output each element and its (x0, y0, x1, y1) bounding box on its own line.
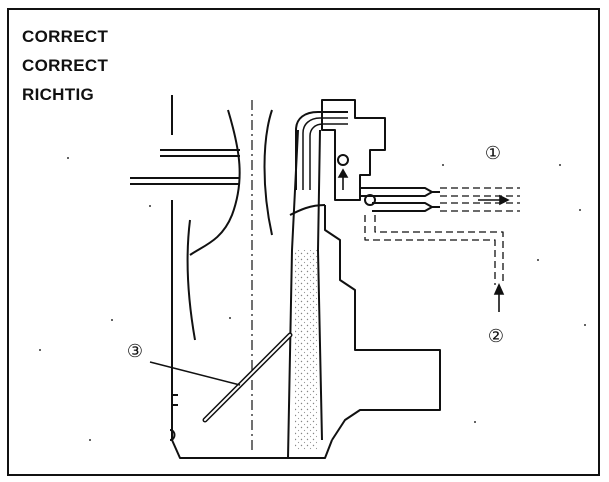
venturi-right-curve (263, 109, 326, 236)
tube-dot-fill (295, 250, 317, 450)
throttle-plate-inner (204, 334, 291, 421)
upper-fitting (321, 99, 386, 201)
carburetor-body-left-wall (171, 95, 333, 459)
arrow-1-head (499, 194, 510, 206)
heading-correct-en: CORRECT (22, 27, 109, 46)
check-ball (337, 154, 349, 166)
air-intake-pipe (130, 149, 240, 185)
bent-tube-3 (309, 123, 348, 190)
carburetor-body-right (324, 205, 441, 441)
base-detail (169, 394, 178, 441)
bent-tube-2 (302, 117, 348, 190)
hose-1-dashed (440, 187, 520, 197)
nozzle-lower (372, 202, 440, 212)
callout-2: ② (487, 326, 505, 347)
callout-3: ③ (126, 341, 144, 362)
bent-tube-1 (295, 111, 348, 190)
nozzle-upper (360, 187, 440, 197)
venturi-left-lower (186, 219, 196, 341)
callout-3-leader (149, 361, 241, 386)
venturi-left-curve (189, 109, 241, 256)
heading-richtig-de: RICHTIG (22, 85, 94, 104)
main-tube-right (317, 129, 323, 441)
heading-correct-fr: CORRECT (22, 56, 109, 75)
hose-2-dashed (364, 202, 520, 285)
arrow-2-head (493, 283, 505, 295)
arrow-inner-head (337, 168, 349, 178)
callout-1: ① (484, 143, 502, 164)
